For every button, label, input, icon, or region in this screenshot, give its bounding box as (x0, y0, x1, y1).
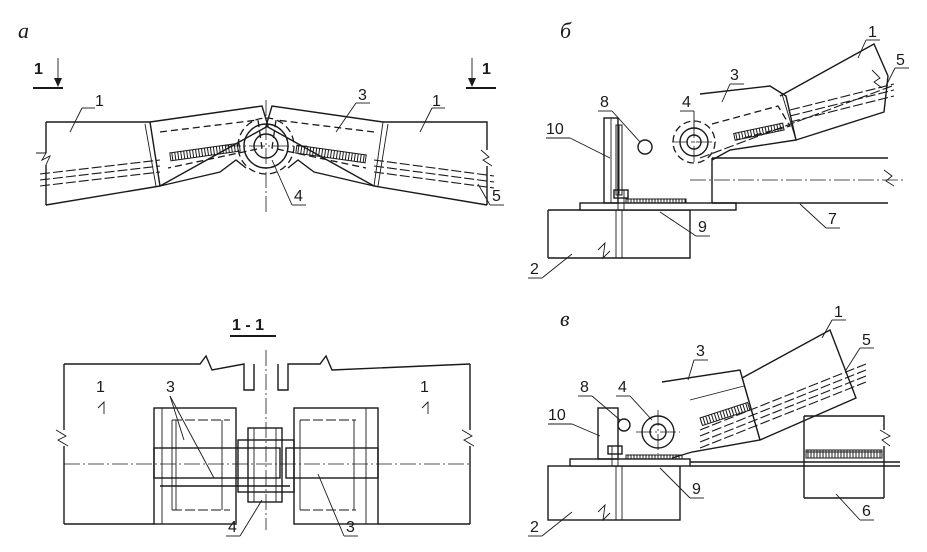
panel-a: а 1 1 (18, 18, 504, 212)
anchor-bolt-b (613, 189, 629, 210)
beam-7 (690, 157, 905, 204)
label-a-1-left: 1 (95, 93, 104, 110)
bolt-hole-8-c (617, 418, 631, 432)
left-beam (36, 121, 161, 206)
right-beam (373, 121, 495, 206)
label-a-5: 5 (492, 188, 501, 205)
label-a-1-right: 1 (432, 93, 441, 110)
label-c-6: 6 (862, 503, 871, 520)
right-plate-stack (293, 407, 379, 525)
hinge-pin-c (636, 410, 680, 454)
left-beam-outline (64, 354, 255, 391)
central-pin-block (247, 427, 283, 503)
block-6 (803, 415, 891, 499)
label-s-4: 4 (228, 519, 237, 536)
label-s-3-top: 3 (166, 379, 175, 396)
weld-hatch-b (625, 198, 687, 204)
support-block-c (547, 465, 681, 522)
section-title: 1 - 1 (232, 317, 264, 334)
label-b-10: 10 (546, 121, 564, 138)
section-1-1: 1 - 1 (55, 317, 475, 537)
right-hinge-plate (265, 105, 384, 187)
label-b-2: 2 (530, 261, 539, 278)
weld-hatch-c (625, 454, 683, 460)
label-c-9: 9 (692, 481, 701, 498)
section-mark-right: 1 (466, 58, 496, 89)
section-mark-left-label: 1 (34, 61, 43, 78)
panel-b: б (528, 18, 909, 279)
inclined-beam-b (699, 43, 895, 159)
label-b-4: 4 (682, 94, 691, 111)
label-a-3: 3 (358, 87, 367, 104)
support-block-b (547, 209, 691, 260)
label-b-5: 5 (896, 52, 905, 69)
base-plate-c (569, 458, 691, 467)
section-mark-left: 1 (33, 58, 63, 89)
label-s-3-bottom: 3 (346, 519, 355, 536)
left-plate-stack (153, 407, 237, 525)
hinge-plate-c (661, 369, 761, 459)
hinge-pin (225, 100, 307, 212)
label-c-10: 10 (548, 407, 566, 424)
anchor-bolt-c (607, 445, 623, 466)
section-mark-right-label: 1 (482, 61, 491, 78)
label-b-1: 1 (868, 24, 877, 41)
label-b-9: 9 (698, 219, 707, 236)
panel-a-letter: а (18, 18, 29, 43)
panel-b-letter: б (560, 18, 572, 43)
label-c-2: 2 (530, 519, 539, 536)
gusset-c (597, 407, 619, 460)
label-a-4: 4 (294, 188, 303, 205)
panel-c: в (528, 304, 900, 537)
bolt-hole-8-b (637, 139, 653, 155)
panel-c-letter: в (560, 306, 570, 331)
label-c-5: 5 (862, 332, 871, 349)
label-c-8: 8 (580, 379, 589, 396)
label-c-4: 4 (618, 379, 627, 396)
inclined-beam-c (699, 329, 867, 449)
label-b-8: 8 (600, 94, 609, 111)
label-c-3: 3 (696, 343, 705, 360)
base-plate-b (579, 202, 737, 211)
left-hinge-plate (149, 105, 269, 187)
label-b-3: 3 (730, 67, 739, 84)
hinge-pin-b (672, 120, 716, 164)
hinge-plate-b (699, 85, 797, 161)
label-c-1: 1 (834, 304, 843, 321)
gusset-b (603, 117, 623, 204)
label-b-7: 7 (828, 211, 837, 228)
label-s-1-left: 1 (96, 379, 105, 396)
right-beam-outline (277, 354, 471, 391)
label-s-1-right: 1 (420, 379, 429, 396)
